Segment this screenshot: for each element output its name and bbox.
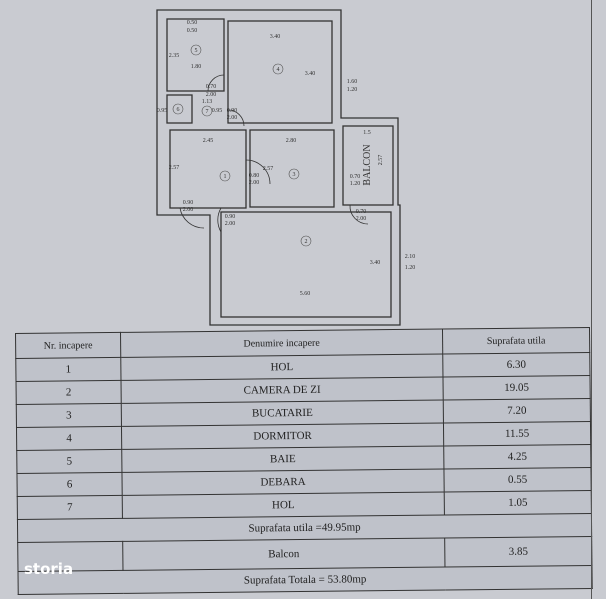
row-nr: 3	[16, 403, 122, 428]
dim: 1.5	[363, 130, 371, 136]
room-number-7: 7	[206, 109, 209, 115]
dim: 1.80	[191, 64, 202, 70]
floor-plan: 1 2 3 4 5 6 7 0.50 0.50 3.40 3.40 2.35 1…	[156, 9, 416, 326]
row-area: 7.20	[443, 398, 591, 424]
dim: 2.57	[378, 155, 384, 166]
dim: 3.40	[370, 260, 381, 266]
row-name: BUCATARIE	[121, 400, 444, 427]
dim: 2.00	[356, 216, 367, 222]
dim: 1.20	[347, 87, 358, 93]
dim: 2.57	[169, 165, 180, 171]
dim: 0.90	[225, 214, 236, 220]
dim: 0.90	[183, 200, 194, 206]
dim: 5.60	[300, 291, 311, 297]
row-name: DEBARA	[121, 469, 445, 496]
balcon-area: 3.85	[444, 536, 592, 568]
room-number-2: 2	[305, 239, 308, 245]
storia-watermark: storia	[24, 560, 74, 578]
row-name: HOL	[120, 354, 443, 381]
dim: 0.80	[249, 173, 260, 179]
row-nr: 5	[16, 449, 122, 474]
dim: 2.10	[405, 254, 416, 260]
row-area: 11.55	[443, 421, 591, 447]
balcon-label: BALCON	[362, 144, 373, 185]
dim: 0.70	[350, 174, 361, 180]
row-name: HOL	[122, 492, 445, 519]
header-area: Suprafata utila	[442, 327, 590, 355]
dim: 2.80	[286, 138, 297, 144]
grand-total: Suprafata Totala = 53.80mp	[17, 565, 593, 595]
grand-total-row: Suprafata Totala = 53.80mp	[17, 565, 593, 595]
dim: 1.20	[350, 181, 361, 187]
row-area: 6.30	[442, 352, 590, 378]
dim: 2.57	[263, 166, 274, 172]
dim: 0.90	[227, 108, 238, 114]
room-number-3: 3	[293, 172, 296, 178]
row-name: DORMITOR	[121, 423, 444, 450]
balcon-name: Balcon	[122, 538, 445, 571]
dim: 0.50	[187, 28, 198, 34]
row-name: CAMERA DE ZI	[121, 377, 444, 404]
dim: 0.95	[157, 108, 168, 114]
dim: 1.20	[405, 265, 416, 271]
dim: 2.45	[203, 138, 214, 144]
row-nr: 7	[17, 495, 123, 520]
row-area: 19.05	[442, 375, 591, 401]
dim: 2.00	[225, 221, 236, 227]
dim: 2.00	[249, 180, 260, 186]
row-area: 1.05	[444, 490, 592, 516]
dim: 3.40	[270, 34, 281, 40]
dim: 2.00	[227, 115, 238, 121]
dim: 0.70	[206, 84, 217, 90]
header-name: Denumire incapere	[120, 329, 443, 358]
header-nr: Nr. incapere	[15, 332, 121, 359]
dim: 2.00	[206, 92, 217, 98]
dim: 0.70	[356, 209, 367, 215]
room-number-6: 6	[177, 107, 180, 113]
row-nr: 1	[15, 357, 122, 382]
page-edge	[591, 0, 592, 599]
dim: 2.00	[183, 207, 194, 213]
dim: 1.60	[347, 79, 358, 85]
room-number-1: 1	[224, 174, 227, 180]
dim: 0.50	[187, 20, 198, 26]
rooms-table: Nr. incapere Denumire incapere Suprafata…	[15, 326, 593, 595]
row-area: 4.25	[443, 444, 591, 470]
row-nr: 6	[16, 472, 123, 497]
dim: 2.35	[169, 53, 180, 59]
room-number-5: 5	[195, 48, 198, 54]
row-nr: 2	[16, 380, 122, 405]
dim: 3.40	[305, 71, 316, 77]
room-number-4: 4	[277, 67, 280, 73]
dim: 0.95	[212, 108, 223, 114]
row-name: BAIE	[121, 446, 444, 473]
row-area: 0.55	[443, 467, 592, 493]
row-nr: 4	[16, 426, 122, 451]
dim: 1.13	[202, 99, 213, 105]
